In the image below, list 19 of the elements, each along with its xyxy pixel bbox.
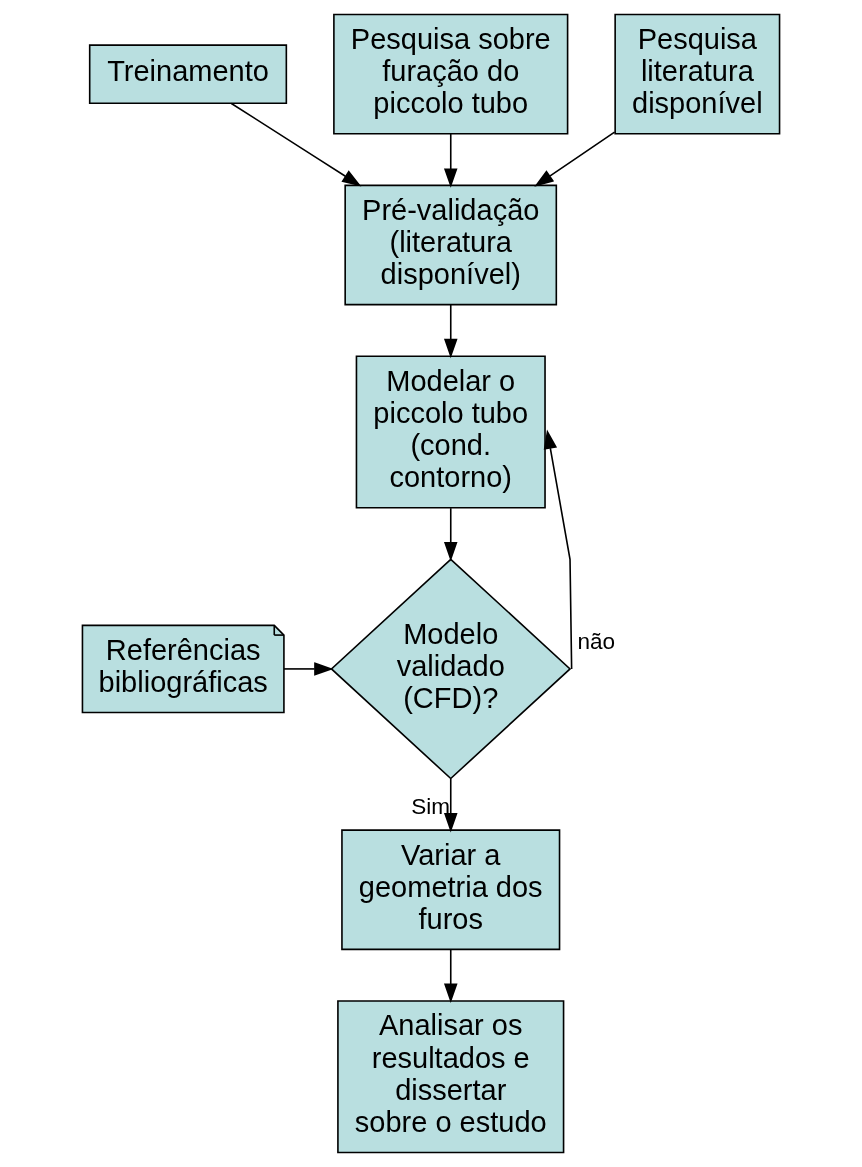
arrow	[443, 507, 458, 562]
node-box: Modelar o piccolo tubo (cond. contorno)	[355, 355, 546, 509]
node-box: Analisar os resultados e dissertar sobre o estudo	[337, 1000, 565, 1154]
node-diamond: Modelo validado (CFD)?	[330, 558, 572, 780]
node-box: Treinamento	[88, 44, 288, 104]
edge-label: não	[577, 629, 616, 655]
arrow	[534, 131, 616, 187]
arrow	[443, 948, 458, 1003]
node-box: Variar a geometria dos furos	[341, 829, 561, 951]
arrow	[443, 133, 458, 188]
arrow	[283, 662, 334, 676]
edge-label: Sim	[411, 794, 451, 820]
arrow	[230, 102, 362, 187]
arrow	[443, 303, 458, 359]
node-box: Pesquisa sobre furação do piccolo tubo	[333, 13, 569, 135]
node-box: Pré-validação (literatura disponível)	[344, 184, 558, 306]
arrow	[543, 429, 573, 670]
arrow	[443, 777, 458, 833]
node-box: Pesquisa literatura disponível	[614, 13, 781, 135]
